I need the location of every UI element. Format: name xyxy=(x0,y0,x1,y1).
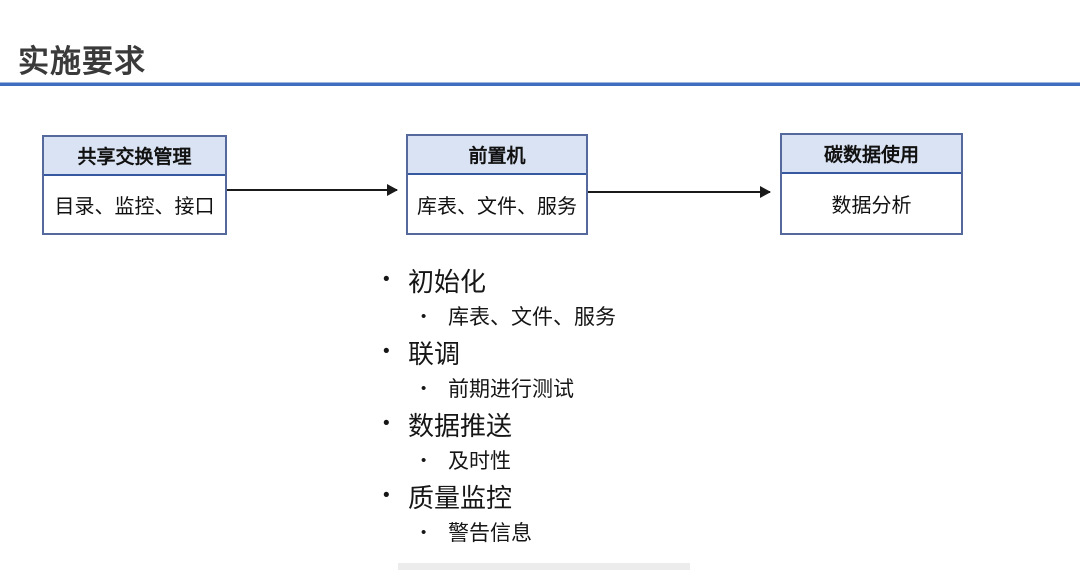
bullet-icon: • xyxy=(383,341,390,362)
cropped-bottom-element xyxy=(398,563,690,570)
flow-arrow-2 xyxy=(588,186,771,198)
bullet-icon: • xyxy=(383,485,390,506)
bullet-icon: • xyxy=(383,413,390,434)
bullet-icon: • xyxy=(421,307,427,325)
flow-node-body: 数据分析 xyxy=(831,195,912,217)
flow-node-front-machine: 前置机 库表、文件、服务 xyxy=(406,134,588,235)
flow-node-body: 库表、文件、服务 xyxy=(417,195,577,218)
page-title: 实施要求 xyxy=(18,44,146,79)
flow-node-body: 目录、监控、接口 xyxy=(54,196,215,218)
bullet-icon: • xyxy=(421,451,427,469)
flow-node-header: 前置机 xyxy=(408,136,586,175)
bullet-icon: • xyxy=(383,269,390,290)
flow-arrow-1 xyxy=(227,184,398,196)
flow-node-header: 共享交换管理 xyxy=(44,137,225,176)
title-underline xyxy=(0,82,1080,86)
list-item-label: 前期进行测试 xyxy=(448,378,574,401)
flow-node-carbon-data-use: 碳数据使用 数据分析 xyxy=(780,133,963,235)
list-item: • 及时性 xyxy=(0,442,1080,478)
bullet-list: • 初始化 • 库表、文件、服务 • 联调 • 前期进行测试 • 数据推送 • … xyxy=(0,262,1080,550)
bullet-icon: • xyxy=(421,523,427,541)
list-item-label: 数据推送 xyxy=(408,410,513,441)
flow-node-share-exchange: 共享交换管理 目录、监控、接口 xyxy=(42,135,227,235)
list-item: • 库表、文件、服务 xyxy=(0,298,1080,334)
list-item-label: 联调 xyxy=(408,338,461,369)
list-item: • 数据推送 xyxy=(0,406,1080,442)
list-item-label: 警告信息 xyxy=(448,522,532,545)
list-item: • 警告信息 xyxy=(0,514,1080,550)
list-item-label: 质量监控 xyxy=(408,482,513,513)
list-item: • 联调 xyxy=(0,334,1080,370)
list-item-label: 初始化 xyxy=(408,266,487,297)
list-item: • 初始化 xyxy=(0,262,1080,298)
list-item-label: 及时性 xyxy=(448,450,511,473)
list-item-label: 库表、文件、服务 xyxy=(448,306,616,329)
flow-node-header: 碳数据使用 xyxy=(782,135,961,174)
list-item: • 质量监控 xyxy=(0,478,1080,514)
list-item: • 前期进行测试 xyxy=(0,370,1080,406)
bullet-icon: • xyxy=(421,379,427,397)
